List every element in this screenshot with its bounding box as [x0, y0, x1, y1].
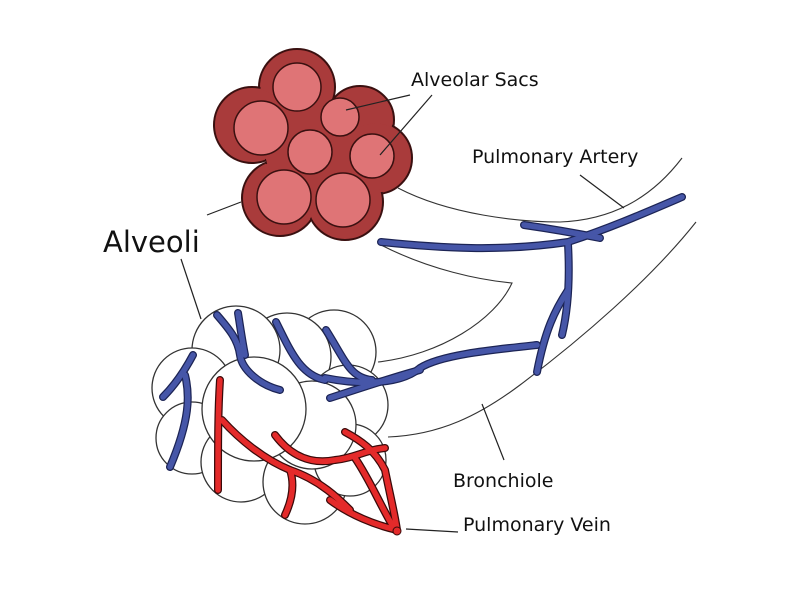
sac-alveolus-circle — [272, 62, 322, 112]
alveolar-sac — [213, 48, 413, 241]
sac-alveolus-circle — [256, 169, 312, 225]
vein-end-node — [392, 526, 402, 536]
sac-alveolus-circle — [287, 129, 333, 175]
pulmonary-artery-vessels — [159, 193, 686, 471]
sac-alveolus-circle — [320, 97, 360, 137]
label-pulmonary-artery: Pulmonary Artery — [472, 146, 639, 168]
leader-lines — [180, 94, 625, 533]
label-alveolar-sacs: Alveolar Sacs — [411, 69, 539, 91]
sac-alveolus-circle — [349, 133, 395, 179]
sac-alveolus-circle — [233, 100, 289, 156]
bronchiole-outline — [377, 157, 697, 438]
label-pulmonary-vein: Pulmonary Vein — [463, 514, 611, 536]
sac-alveolus-circle — [315, 172, 371, 228]
label-bronchiole: Bronchiole — [453, 470, 554, 492]
label-alveoli: Alveoli — [103, 225, 200, 259]
pulmonary-vein-vessels — [214, 376, 402, 536]
